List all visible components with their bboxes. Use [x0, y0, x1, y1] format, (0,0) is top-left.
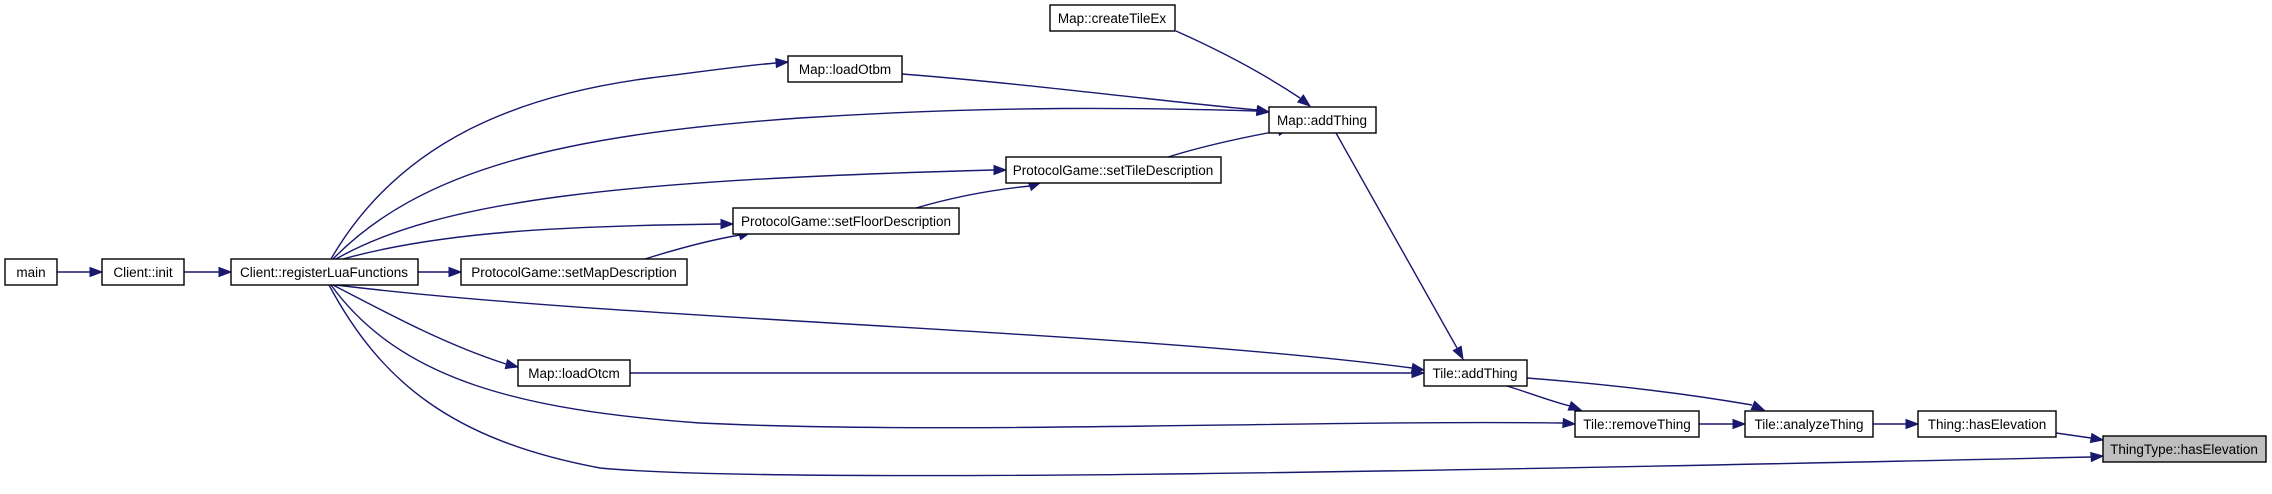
- node-map-create-tile-ex[interactable]: Map::createTileEx: [1049, 4, 1176, 32]
- edge-register-to-set-floor-desc: [342, 218, 735, 260]
- arrowhead-icon: [448, 266, 463, 278]
- edge-load-otcm-to-tile-add-thing: [630, 367, 1426, 379]
- node-set-floor-description[interactable]: ProtocolGame::setFloorDescription: [732, 207, 960, 235]
- edge-line: [1167, 130, 1279, 158]
- edge-line: [915, 185, 1031, 209]
- node-label-thing-has-elevation: Thing::hasElevation: [1928, 417, 2047, 432]
- edge-tile-add-thing-to-tile-remove: [1506, 385, 1583, 411]
- node-register-lua-functions[interactable]: Client::registerLuaFunctions: [230, 258, 419, 286]
- edge-register-to-set-tile-desc: [335, 164, 1008, 260]
- node-label-set-map-description: ProtocolGame::setMapDescription: [471, 265, 677, 280]
- edge-main-to-client-init: [57, 266, 104, 278]
- node-thingtype-has-elevation[interactable]: ThingType::hasElevation: [2102, 435, 2267, 463]
- edge-line: [332, 107, 1258, 260]
- edge-line: [1526, 377, 1753, 406]
- arrowhead-icon: [504, 358, 520, 370]
- edge-line: [332, 284, 507, 365]
- node-map-add-thing[interactable]: Map::addThing: [1268, 106, 1377, 134]
- node-tile-add-thing[interactable]: Tile::addThing: [1423, 359, 1528, 387]
- node-main[interactable]: main: [4, 258, 58, 286]
- node-tile-analyze-thing[interactable]: Tile::analyzeThing: [1744, 410, 1874, 438]
- edge-load-otbm-to-map-add-thing: [901, 73, 1271, 116]
- edge-thing-elevation-to-thingtype: [2055, 432, 2105, 444]
- edge-client-init-to-register: [184, 266, 233, 278]
- arrowhead-icon: [1905, 418, 1920, 430]
- arrowhead-icon: [1562, 417, 1577, 429]
- edge-line: [335, 169, 995, 260]
- edge-map-add-thing-to-tile-add-thing: [1335, 132, 1464, 361]
- node-set-tile-description[interactable]: ProtocolGame::setTileDescription: [1005, 156, 1222, 184]
- arrowhead-icon: [2089, 432, 2105, 444]
- node-label-map-load-otcm: Map::loadOtcm: [528, 366, 620, 381]
- arrowhead-icon: [1255, 104, 1271, 116]
- node-label-set-tile-description: ProtocolGame::setTileDescription: [1013, 163, 1214, 178]
- edge-line: [2055, 432, 2092, 439]
- edge-register-to-set-map-desc: [418, 266, 463, 278]
- arrowhead-icon: [2090, 451, 2105, 463]
- edge-line: [644, 234, 741, 260]
- node-label-main: main: [16, 265, 45, 280]
- edge-register-to-tile-add-thing: [335, 284, 1426, 374]
- edge-line: [335, 284, 1413, 369]
- node-label-tile-add-thing: Tile::addThing: [1432, 366, 1517, 381]
- arrowhead-icon: [1452, 345, 1464, 361]
- arrowhead-icon: [89, 266, 104, 278]
- node-label-tile-analyze-thing: Tile::analyzeThing: [1754, 417, 1863, 432]
- edge-register-to-tile-remove-thing: [330, 284, 1577, 429]
- edge-tile-remove-to-analyze: [1699, 418, 1747, 430]
- edge-line: [901, 73, 1258, 111]
- node-label-register-lua-functions: Client::registerLuaFunctions: [240, 265, 408, 280]
- edge-line: [1175, 30, 1301, 99]
- edge-register-to-load-otbm: [330, 57, 790, 260]
- node-client-init[interactable]: Client::init: [101, 258, 185, 286]
- arrowhead-icon: [775, 57, 790, 69]
- arrowhead-icon: [1750, 400, 1766, 411]
- edge-line: [330, 62, 777, 260]
- edge-set-map-desc-to-set-floor-desc: [644, 230, 753, 260]
- node-tile-remove-thing[interactable]: Tile::removeThing: [1574, 410, 1700, 438]
- node-label-tile-remove-thing: Tile::removeThing: [1583, 417, 1691, 432]
- arrowhead-icon: [1732, 418, 1747, 430]
- node-thing-has-elevation[interactable]: Thing::hasElevation: [1917, 410, 2057, 438]
- edge-line: [342, 223, 722, 260]
- arrowhead-icon: [720, 218, 735, 230]
- edge-create-tile-ex-to-map-add-thing: [1175, 30, 1312, 107]
- node-label-client-init: Client::init: [113, 265, 173, 280]
- edge-line: [330, 284, 1564, 429]
- arrowhead-icon: [218, 266, 233, 278]
- edge-register-to-load-otcm: [332, 284, 520, 370]
- edge-tile-add-thing-to-analyze: [1526, 377, 1766, 411]
- node-label-map-load-otbm: Map::loadOtbm: [799, 62, 891, 77]
- edge-analyze-to-thing-elevation: [1873, 418, 1920, 430]
- node-label-map-add-thing: Map::addThing: [1277, 113, 1367, 128]
- node-label-map-create-tile-ex: Map::createTileEx: [1058, 11, 1167, 26]
- edge-register-to-thingtype-elevation: [328, 284, 2105, 477]
- arrowhead-icon: [1411, 367, 1426, 379]
- arrowhead-icon: [993, 164, 1008, 176]
- arrowhead-icon: [1296, 94, 1312, 107]
- node-label-thingtype-has-elevation: ThingType::hasElevation: [2110, 442, 2258, 457]
- edge-line: [1335, 132, 1458, 349]
- node-label-set-floor-description: ProtocolGame::setFloorDescription: [741, 214, 951, 229]
- node-map-load-otcm[interactable]: Map::loadOtcm: [517, 359, 631, 387]
- edge-line: [328, 284, 2092, 477]
- node-set-map-description[interactable]: ProtocolGame::setMapDescription: [460, 258, 688, 286]
- arrowhead-icon: [1567, 400, 1583, 411]
- node-map-load-otbm[interactable]: Map::loadOtbm: [787, 55, 903, 83]
- edge-line: [1506, 385, 1571, 407]
- edge-set-floor-desc-to-set-tile-desc: [915, 181, 1043, 209]
